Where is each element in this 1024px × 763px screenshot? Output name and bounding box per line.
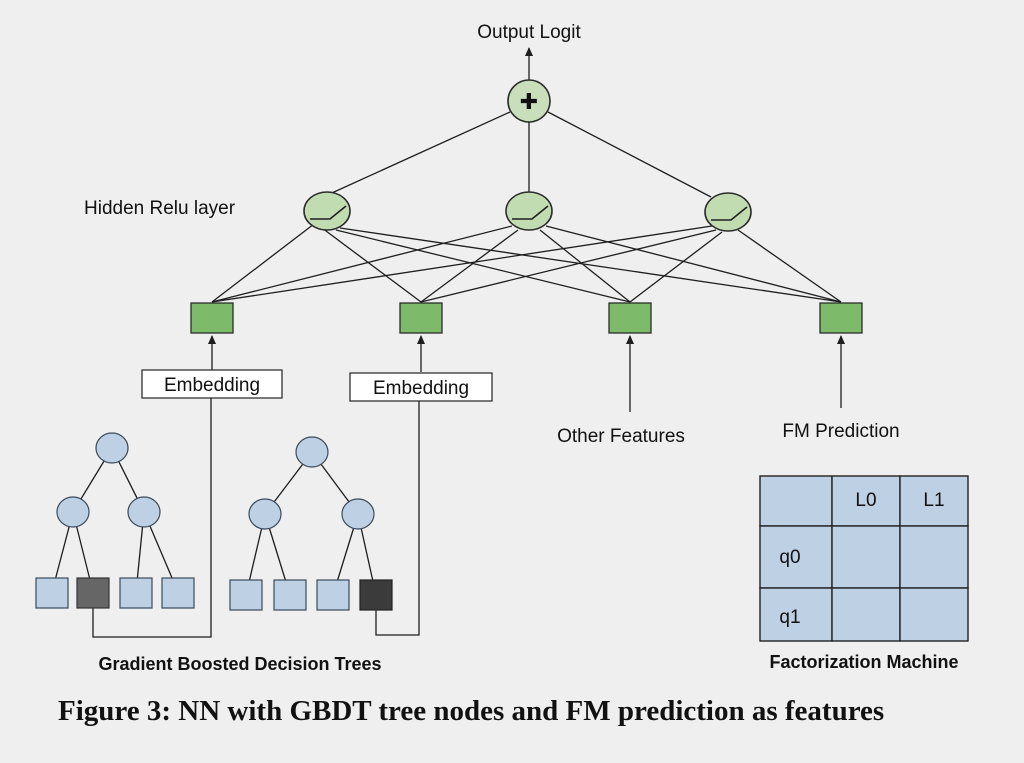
tree-leaf [35,577,69,609]
tree-node [341,498,375,530]
relu-node [303,191,351,231]
feature-node-gbdt-2 [399,302,443,334]
fm-col-header: L1 [923,490,944,511]
tree-node [248,498,282,530]
edge-sum-relu-1 [322,111,511,198]
fm-prediction-label: FM Prediction [782,421,899,442]
relu-icon [711,206,748,221]
tree-leaf [161,577,195,609]
tree-node [95,432,129,464]
relu-node [505,191,553,231]
hidden-layer-label: Hidden Relu layer [84,198,236,219]
relu-icon [512,205,549,220]
plus-icon: ✚ [520,90,538,115]
relu-feature-edges [211,223,842,303]
edge-sum-relu-3 [547,111,712,198]
decision-tree-2 [229,436,393,611]
gbdt-title: Gradient Boosted Decision Trees [98,654,381,674]
fm-matrix: L0 L1 q0 q1 [759,475,969,642]
fm-row-header: q0 [779,547,800,568]
relu-node [704,192,752,232]
tree-leaf [273,579,307,611]
tree-leaf [119,577,153,609]
tree-node [127,496,161,528]
leaf-connector-1 [92,398,212,638]
fm-title: Factorization Machine [769,652,958,672]
output-logit-label: Output Logit [477,22,581,43]
tree-leaf-selected [359,579,393,611]
other-features-label: Other Features [557,426,685,447]
leaf-connector-2 [375,401,420,636]
sum-node: ✚ [507,79,551,123]
embedding-box-2: Embedding [349,372,493,402]
fm-col-header: L0 [855,490,876,511]
embedding-label: Embedding [373,378,469,399]
tree-leaf [229,579,263,611]
tree-node [295,436,329,468]
tree-leaf-selected [76,577,110,609]
feature-node-other [608,302,652,334]
relu-icon [310,205,347,220]
feature-node-gbdt-1 [190,302,234,334]
decision-tree-1 [35,432,195,609]
fm-row-header: q1 [779,607,800,628]
embedding-box-1: Embedding [141,369,283,399]
embedding-label: Embedding [164,375,260,396]
tree-node [56,496,90,528]
feature-node-fm [819,302,863,334]
tree-leaf [316,579,350,611]
figure-caption: Figure 3: NN with GBDT tree nodes and FM… [58,695,884,727]
